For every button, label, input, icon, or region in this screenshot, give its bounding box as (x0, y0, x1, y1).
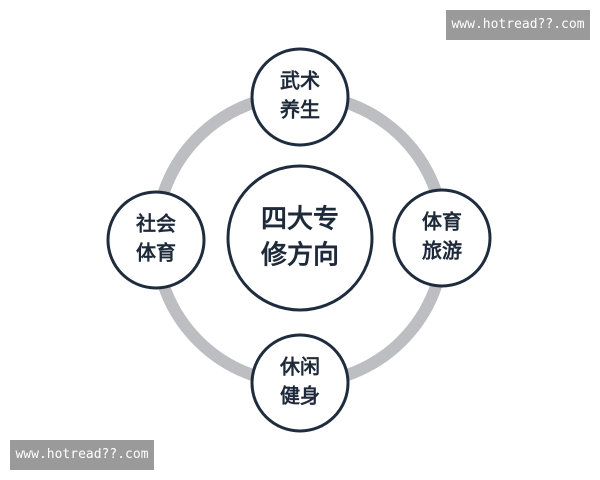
node-right-line-1: 体育 (422, 210, 462, 234)
center-line-1: 四大专 (261, 205, 339, 235)
node-bottom: 休闲 健身 (250, 333, 350, 433)
node-bottom-line-1: 休闲 (279, 355, 320, 379)
center-line-2: 修方向 (260, 240, 339, 271)
watermark-top: www.hotread??.com (446, 10, 590, 40)
node-right-line-2: 旅游 (422, 239, 462, 263)
node-top: 武术 养生 (250, 47, 350, 147)
watermark-bottom: www.hotread??.com (10, 440, 154, 470)
node-left-line-2: 体育 (136, 241, 176, 265)
node-left-line-1: 社会 (135, 212, 176, 236)
node-top-line-1: 武术 (280, 69, 320, 93)
center-node: 四大专 修方向 (226, 164, 374, 312)
node-left: 社会 体育 (106, 190, 206, 290)
node-top-line-2: 养生 (279, 98, 320, 122)
node-bottom-line-2: 健身 (280, 384, 320, 408)
node-right: 体育 旅游 (392, 188, 492, 288)
